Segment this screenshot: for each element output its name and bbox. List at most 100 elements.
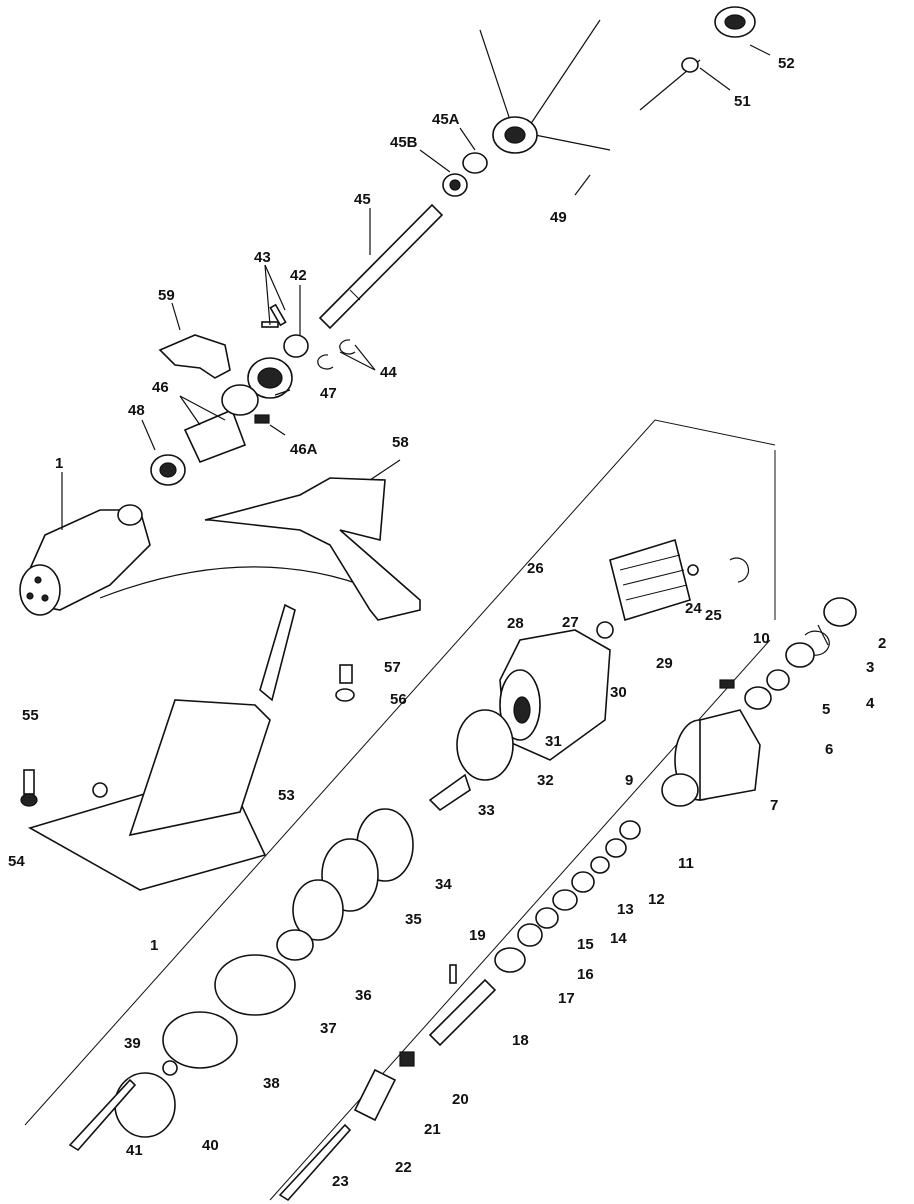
- callout-21: 21: [424, 1121, 441, 1138]
- callout-57: 57: [384, 659, 401, 676]
- plate-32: [456, 709, 514, 781]
- callout-51: 51: [734, 93, 751, 110]
- column-tube: [183, 384, 270, 464]
- nut: [681, 57, 699, 73]
- callout-27: 27: [562, 614, 579, 631]
- clamp: [150, 454, 186, 486]
- callout-10: 10: [753, 630, 770, 647]
- sleeve-38: [162, 1011, 238, 1069]
- callout-52: 52: [778, 55, 795, 72]
- callout-59: 59: [158, 287, 175, 304]
- callout-15: 15: [577, 936, 594, 953]
- callout-20: 20: [452, 1091, 469, 1108]
- callout-23: 23: [332, 1173, 349, 1190]
- ring-25: [729, 557, 750, 583]
- callout-35: 35: [405, 911, 422, 928]
- callout-30: 30: [610, 684, 627, 701]
- bushing-45a: [462, 152, 488, 174]
- rod-22: [278, 1123, 352, 1202]
- callout-28: 28: [507, 615, 524, 632]
- sleeve-37: [214, 954, 296, 1016]
- callout-1b: 1: [150, 937, 158, 954]
- callout-55: 55: [22, 707, 39, 724]
- ring-13: [571, 871, 595, 893]
- seals-11: [605, 820, 641, 858]
- callout-37: 37: [320, 1020, 337, 1037]
- callout-42: 42: [290, 267, 307, 284]
- ring-17: [494, 947, 526, 973]
- callout-44: 44: [380, 364, 397, 381]
- spool-33: [428, 773, 471, 812]
- unit-body: [499, 629, 611, 761]
- bolt-57: [335, 664, 355, 702]
- callout-17: 17: [558, 990, 575, 1007]
- callout-11: 11: [678, 855, 694, 872]
- callout-25: 25: [705, 607, 722, 624]
- callout-3: 3: [866, 659, 874, 676]
- nut-20: [399, 1051, 415, 1067]
- washer-5: [766, 669, 790, 691]
- ring-12: [590, 856, 610, 874]
- callout-48: 48: [128, 402, 145, 419]
- callout-45a: 45A: [432, 111, 460, 128]
- ring-3: [804, 630, 830, 656]
- callout-45: 45: [354, 191, 371, 208]
- callout-38: 38: [263, 1075, 280, 1092]
- callout-13: 13: [617, 901, 634, 918]
- callout-31: 31: [545, 733, 562, 750]
- callout-32: 32: [537, 772, 554, 789]
- callout-5: 5: [822, 701, 830, 718]
- horn-cap: [714, 6, 756, 38]
- pin-19: [449, 964, 457, 984]
- callout-29: 29: [656, 655, 673, 672]
- callout-43: 43: [254, 249, 271, 266]
- seal-4: [785, 642, 815, 668]
- callout-40: 40: [202, 1137, 219, 1154]
- screw-10: [719, 679, 735, 689]
- bolt-55: [20, 769, 38, 807]
- callout-49: 49: [550, 209, 567, 226]
- callout-53: 53: [278, 787, 295, 804]
- seal: [247, 357, 293, 399]
- callout-19: 19: [469, 927, 486, 944]
- mounting-bracket: [158, 334, 231, 379]
- callout-9: 9: [625, 772, 633, 789]
- callout-2: 2: [878, 635, 886, 652]
- bolt-41: [68, 1078, 137, 1152]
- spring-boot: [609, 538, 691, 622]
- callout-33: 33: [478, 802, 495, 819]
- end-cap-40: [114, 1072, 176, 1138]
- callout-4: 4: [866, 695, 875, 712]
- steering-wheel: [444, 12, 701, 178]
- oring-9: [661, 773, 699, 807]
- ring-14: [552, 889, 578, 911]
- callout-1a: 1: [55, 455, 63, 472]
- callout-14: 14: [610, 930, 627, 947]
- shaft-18: [428, 978, 497, 1047]
- callout-6: 6: [825, 741, 833, 758]
- ball-24: [687, 564, 699, 576]
- callout-7: 7: [770, 797, 778, 814]
- leader-lines: [61, 44, 829, 646]
- callout-24: 24: [685, 600, 702, 617]
- ring-16: [517, 923, 543, 947]
- callout-54: 54: [8, 853, 25, 870]
- callout-36: 36: [355, 987, 372, 1004]
- ring-15: [535, 907, 559, 929]
- callout-22: 22: [395, 1159, 412, 1176]
- callout-41: 41: [126, 1142, 143, 1159]
- callout-18: 18: [512, 1032, 529, 1049]
- gerotor-36: [276, 879, 344, 961]
- callout-46: 46: [152, 379, 169, 396]
- sleeve-21: [353, 1068, 397, 1122]
- snap-rings: [317, 339, 356, 370]
- ball-39: [162, 1060, 178, 1076]
- pedestal: [27, 603, 296, 891]
- bushing-45b: [442, 173, 468, 197]
- callout-26: 26: [527, 560, 544, 577]
- steering-shaft: [318, 203, 444, 330]
- callout-58: 58: [392, 434, 409, 451]
- washer-6: [744, 686, 772, 710]
- callout-46a: 46A: [290, 441, 318, 458]
